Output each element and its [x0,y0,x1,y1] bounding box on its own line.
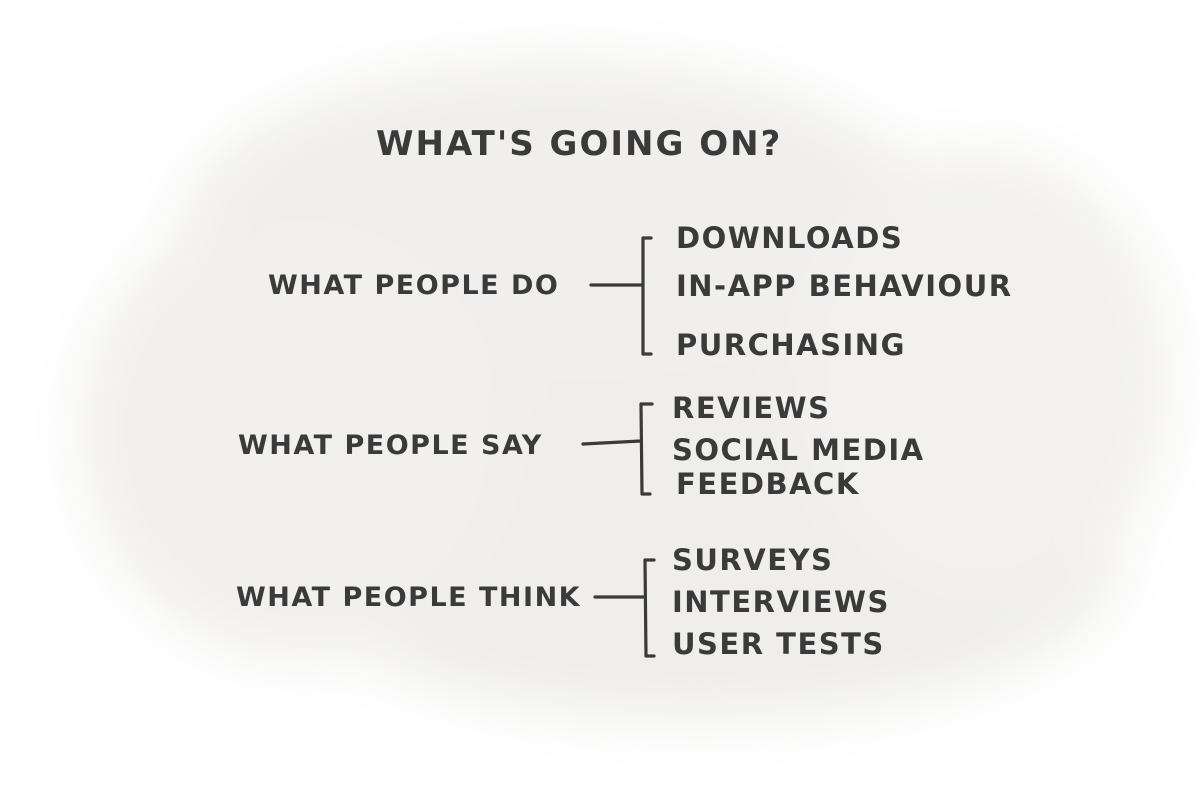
leaf-feedback: Feedback [676,467,860,501]
connector-do [589,236,653,356]
leaf-interviews: Interviews [672,585,890,619]
diagram-title: What's going on? [376,124,783,164]
connector-say [581,402,654,496]
leaf-surveys: Surveys [672,543,834,577]
group-label-do: What people do [268,270,560,301]
leaf-downloads: Downloads [676,221,904,255]
leaf-in-app-behaviour: In-app behaviour [676,269,1013,303]
group-label-think: What people think [236,582,582,613]
leaf-purchasing: Purchasing [676,328,906,362]
group-label-say: What people say [238,430,543,461]
connector-think [593,558,656,658]
leaf-user-tests: User tests [672,627,885,661]
leaf-reviews: Reviews [672,391,831,425]
leaf-social-media: Social media [672,433,925,467]
